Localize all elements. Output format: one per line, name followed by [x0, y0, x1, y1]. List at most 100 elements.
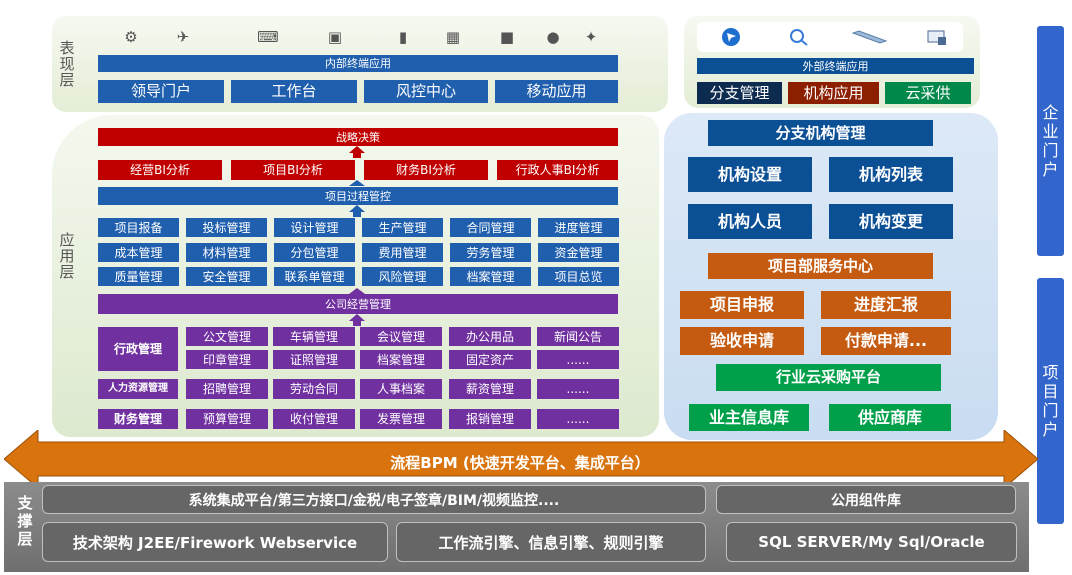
- branch-setup[interactable]: 机构设置: [688, 157, 812, 192]
- engines-bar: 工作流引擎、信息引擎、规则引擎: [396, 522, 706, 562]
- admin-module-item[interactable]: 证照管理: [273, 350, 355, 369]
- arrow-up-icon: [349, 180, 365, 186]
- module-item[interactable]: 成本管理: [98, 243, 179, 262]
- external-apps-title: 外部终端应用: [697, 58, 974, 74]
- arrow-icon: [718, 27, 744, 47]
- pda-icon: ▦: [445, 28, 461, 46]
- external-app-cloud-supply[interactable]: 云采供: [885, 82, 971, 104]
- module-item[interactable]: 项目报备: [98, 218, 179, 237]
- hr-module-item[interactable]: 人事档案: [360, 379, 442, 399]
- module-item[interactable]: 费用管理: [362, 243, 443, 262]
- finance-module-item[interactable]: 发票管理: [360, 409, 442, 429]
- module-item[interactable]: 资金管理: [538, 243, 619, 262]
- project-process-control-bar: 项目过程管控: [98, 187, 618, 205]
- arrow-up-stem: [353, 212, 361, 217]
- module-item[interactable]: 设计管理: [274, 218, 355, 237]
- owner-info-library[interactable]: 业主信息库: [689, 404, 809, 431]
- company-management-bar: 公司经营管理: [98, 294, 618, 314]
- finance-module-item[interactable]: 收付管理: [273, 409, 355, 429]
- bi-admin-hr[interactable]: 行政人事BI分析: [497, 160, 618, 180]
- search-icon: [786, 27, 812, 47]
- strategy-decision-bar: 战略决策: [98, 128, 618, 146]
- bi-finance[interactable]: 财务BI分析: [364, 160, 488, 180]
- internal-app-workbench[interactable]: 工作台: [231, 80, 357, 103]
- admin-module-item[interactable]: 车辆管理: [273, 327, 355, 346]
- application-layer-label: 应用层: [59, 231, 75, 281]
- module-item[interactable]: 分包管理: [274, 243, 355, 262]
- arrow-up-icon: [349, 288, 365, 294]
- module-item[interactable]: 生产管理: [362, 218, 443, 237]
- branch-staff[interactable]: 机构人员: [688, 204, 812, 239]
- acceptance-request[interactable]: 验收申请: [680, 327, 804, 355]
- finance-module-item[interactable]: ......: [537, 409, 619, 429]
- internal-app-leader-portal[interactable]: 领导门户: [98, 80, 224, 103]
- branch-list[interactable]: 机构列表: [829, 157, 953, 192]
- branch-change[interactable]: 机构变更: [829, 204, 953, 239]
- internal-app-mobile[interactable]: 移动应用: [495, 80, 618, 103]
- admin-module-item[interactable]: 办公用品: [449, 327, 531, 346]
- internal-apps-title: 内部终端应用: [98, 55, 618, 72]
- mobile-icon: ■: [499, 28, 515, 46]
- device-icon: ⌨: [257, 28, 279, 46]
- module-item[interactable]: 劳务管理: [450, 243, 531, 262]
- supplier-library[interactable]: 供应商库: [829, 404, 951, 431]
- admin-module-item[interactable]: 固定资产: [449, 350, 531, 369]
- arrow-up-icon: [349, 205, 365, 212]
- admin-module-item[interactable]: ......: [537, 350, 619, 369]
- scanner-icon: ✈: [176, 28, 190, 46]
- card-icon: [924, 27, 950, 47]
- module-item[interactable]: 联系单管理: [274, 267, 355, 286]
- module-item[interactable]: 材料管理: [186, 243, 267, 262]
- module-item[interactable]: 投标管理: [186, 218, 267, 237]
- module-item[interactable]: 风险管理: [362, 267, 443, 286]
- project-portal[interactable]: 项目门户: [1037, 278, 1064, 524]
- support-label-text: 支撑层: [17, 494, 33, 548]
- admin-module-item[interactable]: 档案管理: [360, 350, 442, 369]
- external-app-institution[interactable]: 机构应用: [788, 82, 879, 104]
- finance-module-item[interactable]: 报销管理: [449, 409, 531, 429]
- progress-report[interactable]: 进度汇报: [821, 291, 951, 319]
- tech-architecture-bar: 技术架构 J2EE/Firework Webservice: [42, 522, 388, 562]
- gear-icon: ✦: [584, 28, 598, 46]
- support-layer-label: 支撑层: [17, 494, 33, 548]
- cloud-procurement-title: 行业云采购平台: [716, 364, 941, 391]
- admin-module-item[interactable]: 会议管理: [360, 327, 442, 346]
- arrow-up-icon: [349, 146, 365, 153]
- arrow-up-stem: [353, 321, 361, 326]
- bpm-arrow: [4, 430, 1038, 488]
- module-item[interactable]: 项目总览: [538, 267, 619, 286]
- hr-module-item[interactable]: ......: [537, 379, 619, 399]
- common-components-bar: 公用组件库: [716, 485, 1016, 514]
- module-item[interactable]: 合同管理: [450, 218, 531, 237]
- finance-management-label: 财务管理: [98, 409, 178, 429]
- hr-module-item[interactable]: 薪资管理: [449, 379, 531, 399]
- enterprise-portal[interactable]: 企业门户: [1037, 26, 1064, 256]
- project-service-center-title: 项目部服务中心: [708, 253, 933, 279]
- external-app-branch[interactable]: 分支管理: [697, 82, 782, 104]
- phone-icon: ▮: [398, 28, 408, 46]
- admin-module-item[interactable]: 新闻公告: [537, 327, 619, 346]
- hr-module-item[interactable]: 劳动合同: [273, 379, 355, 399]
- branch-management-title: 分支机构管理: [708, 120, 933, 146]
- bi-project[interactable]: 项目BI分析: [231, 160, 355, 180]
- admin-module-item[interactable]: 印章管理: [186, 350, 268, 369]
- admin-module-item[interactable]: 公文管理: [186, 327, 268, 346]
- module-item[interactable]: 档案管理: [450, 267, 531, 286]
- admin-management-label: 行政管理: [98, 327, 178, 371]
- hr-management-label: 人力资源管理: [98, 379, 178, 399]
- presentation-layer-label: 表现层: [59, 39, 75, 89]
- database-bar: SQL SERVER/My Sql/Oracle: [726, 522, 1017, 562]
- arrow-up-icon: [349, 314, 365, 321]
- globe-icon: ●: [546, 28, 560, 46]
- integration-platform-bar: 系统集成平台/第三方接口/金税/电子签章/BIM/视频监控....: [42, 485, 706, 514]
- internal-app-risk-center[interactable]: 风控中心: [364, 80, 488, 103]
- project-application[interactable]: 项目申报: [680, 291, 804, 319]
- module-item[interactable]: 质量管理: [98, 267, 179, 286]
- module-item[interactable]: 安全管理: [186, 267, 267, 286]
- module-item[interactable]: 进度管理: [538, 218, 619, 237]
- payment-request[interactable]: 付款申请...: [821, 327, 951, 355]
- finance-module-item[interactable]: 预算管理: [186, 409, 268, 429]
- bpm-label: 流程BPM (快速开发平台、集成平台）: [390, 453, 650, 472]
- hr-module-item[interactable]: 招聘管理: [186, 379, 268, 399]
- bi-operations[interactable]: 经营BI分析: [98, 160, 222, 180]
